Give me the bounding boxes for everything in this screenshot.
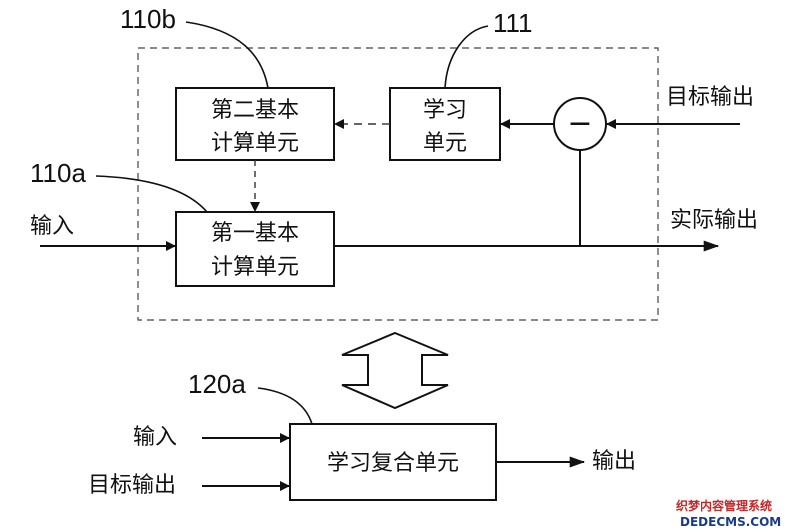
first-unit-label-line2: 计算单元 (211, 255, 299, 280)
ref-120a: 120a (188, 369, 246, 399)
second-unit-label-line1: 第二基本 (211, 98, 299, 123)
input-label-bottom: 输入 (133, 425, 177, 450)
ref-110b: 110b (120, 4, 176, 34)
ref-111: 111 (493, 8, 533, 38)
leader-111 (444, 25, 489, 89)
equivalence-double-arrow (341, 331, 449, 410)
learning-unit-label-line1: 学习 (423, 98, 467, 123)
subtractor-symbol: − (567, 106, 592, 141)
learning-unit-label-line2: 单元 (423, 131, 467, 156)
learning-unit-box (389, 87, 501, 161)
composite-unit-label: 学习复合单元 (327, 451, 459, 476)
second-basic-unit-box (175, 87, 335, 161)
leader-120a (257, 387, 313, 425)
second-unit-label-line2: 计算单元 (211, 131, 299, 156)
input-label-top: 输入 (30, 214, 74, 239)
leader-110a (95, 175, 208, 213)
first-unit-label-line1: 第一基本 (211, 221, 299, 246)
leader-110b (185, 21, 269, 89)
target-output-label-top: 目标输出 (666, 85, 754, 110)
actual-output-label: 实际输出 (670, 208, 758, 233)
target-output-label-bottom: 目标输出 (88, 473, 176, 498)
first-basic-unit-box (175, 211, 335, 287)
watermark-line1: 织梦内容管理系统 (676, 498, 772, 513)
watermark-line2: DEDECMS.COM (680, 515, 781, 529)
output-label-bottom: 输出 (592, 449, 636, 474)
ref-110a: 110a (30, 158, 86, 188)
